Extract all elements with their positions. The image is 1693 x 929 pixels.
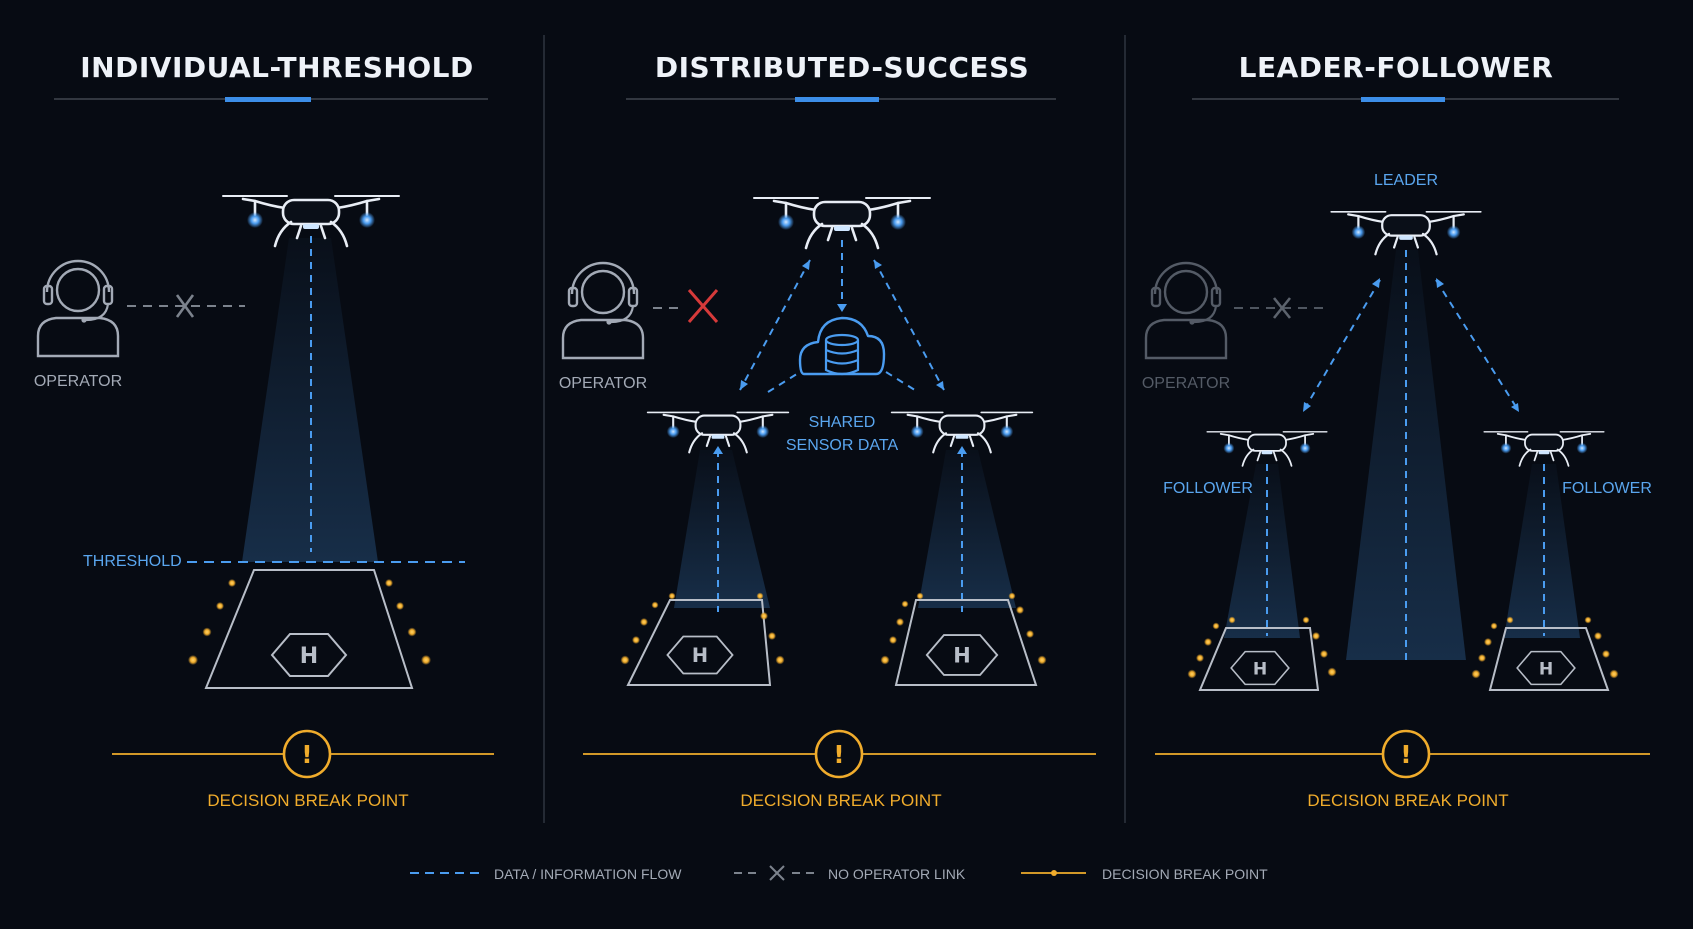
operator-headset-icon xyxy=(36,259,120,358)
legend-item-no-link: NO OPERATOR LINK xyxy=(734,865,966,882)
no-operator-link xyxy=(127,294,245,318)
x-mark-icon xyxy=(1272,297,1292,319)
cloud-database-icon xyxy=(798,316,886,376)
legend-item-break: DECISION BREAK POINT xyxy=(1021,866,1268,882)
landing-zone xyxy=(1198,627,1320,691)
title-accent-bar xyxy=(795,97,879,102)
operator-label: OPERATOR xyxy=(34,373,122,390)
helipad-icon xyxy=(271,633,347,677)
data-flow-arrows xyxy=(1266,250,1545,660)
helipad-icon xyxy=(925,634,999,676)
title-accent-bar xyxy=(1361,97,1445,102)
drone-icon xyxy=(1483,430,1605,467)
panel-distributed-success: DISTRIBUTED-SUCCESS OPERATOR xyxy=(559,51,1096,810)
drone-icon xyxy=(1206,430,1328,467)
panel-leader-follower: LEADER-FOLLOWER OPERATOR LEADER FOLLOWER xyxy=(1142,51,1652,810)
operator-headset-icon xyxy=(1144,261,1228,360)
helipad-icon xyxy=(666,635,734,675)
boundary-lights xyxy=(1187,616,1619,679)
sensor-beam xyxy=(1224,464,1300,638)
drone-icon xyxy=(1330,210,1482,256)
decision-break-label: DECISION BREAK POINT xyxy=(740,791,941,810)
legend-item-flow: DATA / INFORMATION FLOW xyxy=(410,866,682,882)
follower-label-left: FOLLOWER xyxy=(1163,480,1253,497)
panel-title: INDIVIDUAL-THRESHOLD xyxy=(80,51,473,84)
helipad-icon xyxy=(1516,650,1576,686)
helipad-icon xyxy=(1230,650,1290,686)
follower-label-right: FOLLOWER xyxy=(1562,480,1652,497)
svg-text:!: ! xyxy=(1400,740,1411,769)
landing-zone xyxy=(1488,627,1610,691)
panel-individual-threshold: INDIVIDUAL-THRESHOLD OPERATOR THRESHOLD xyxy=(34,51,494,810)
landing-zone xyxy=(204,569,414,689)
warning-icon: ! xyxy=(282,729,332,779)
x-mark-icon xyxy=(175,294,195,318)
sensor-beam xyxy=(1504,464,1580,638)
x-mark-icon xyxy=(769,865,785,881)
sensor-beam xyxy=(674,450,770,608)
boundary-lights xyxy=(620,592,1047,665)
landing-zone xyxy=(626,599,772,686)
svg-text:!: ! xyxy=(301,740,312,769)
x-mark-icon xyxy=(687,289,719,323)
data-flow-arrows xyxy=(713,240,967,612)
no-operator-link xyxy=(653,289,719,323)
sensor-beam xyxy=(1346,250,1466,660)
leader-label: LEADER xyxy=(1374,172,1438,189)
warning-icon: ! xyxy=(1381,729,1431,779)
legend: DATA / INFORMATION FLOW NO OPERATOR LINK… xyxy=(410,865,1268,882)
decision-break-label: DECISION BREAK POINT xyxy=(1307,791,1508,810)
decision-break-label: DECISION BREAK POINT xyxy=(207,791,408,810)
title-accent-bar xyxy=(225,97,311,102)
operator-headset-icon xyxy=(561,261,645,360)
operator-label: OPERATOR xyxy=(1142,375,1230,392)
warning-icon: ! xyxy=(814,729,864,779)
svg-text:!: ! xyxy=(833,740,844,769)
operator-label: OPERATOR xyxy=(559,375,647,392)
threshold-label: THRESHOLD xyxy=(83,553,182,570)
landing-zone xyxy=(894,599,1038,686)
no-operator-link xyxy=(1234,297,1330,319)
legend-break-label: DECISION BREAK POINT xyxy=(1102,866,1268,882)
legend-flow-label: DATA / INFORMATION FLOW xyxy=(494,866,682,882)
legend-no-link-label: NO OPERATOR LINK xyxy=(828,866,966,882)
panel-title: DISTRIBUTED-SUCCESS xyxy=(655,51,1029,84)
panel-title: LEADER-FOLLOWER xyxy=(1239,51,1554,84)
sensor-beam xyxy=(918,450,1016,608)
shared-data-label-line2: SENSOR DATA xyxy=(786,437,899,454)
shared-data-label-line1: SHARED xyxy=(809,414,876,431)
boundary-lights xyxy=(188,579,431,665)
sensor-beam xyxy=(242,238,378,562)
